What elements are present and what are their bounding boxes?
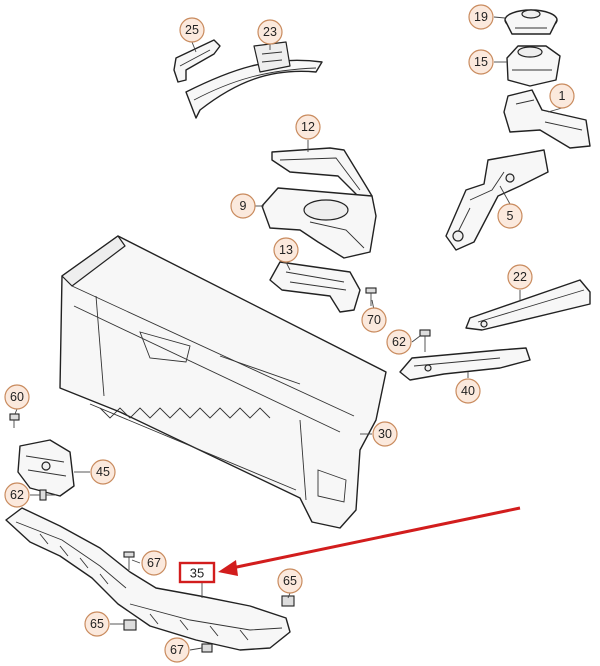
highlight-box-part-35: 35: [178, 561, 216, 584]
callout-19: 19: [468, 4, 494, 30]
callout-12: 12: [295, 114, 321, 140]
callout-60: 60: [4, 384, 30, 410]
callout-23: 23: [257, 19, 283, 45]
strut-mount-part-19: [504, 9, 558, 35]
bolt-part-62-right: [419, 329, 431, 352]
callout-30: 30: [372, 421, 398, 447]
svg-text:62: 62: [10, 488, 24, 502]
callout-67-upper: 67: [141, 550, 167, 576]
svg-text:62: 62: [392, 335, 406, 349]
svg-text:9: 9: [240, 199, 247, 213]
svg-text:15: 15: [474, 55, 488, 69]
svg-text:67: 67: [147, 556, 161, 570]
svg-text:12: 12: [301, 120, 315, 134]
callout-70: 70: [361, 307, 387, 333]
callout-62-left: 62: [4, 482, 30, 508]
support-part-5: [445, 149, 549, 251]
bracket-part-23: [185, 41, 323, 119]
screw-part-60: [9, 413, 20, 428]
svg-text:45: 45: [96, 465, 110, 479]
svg-text:70: 70: [367, 313, 381, 327]
svg-text:23: 23: [263, 25, 277, 39]
callout-25: 25: [179, 17, 205, 43]
highlight-arrow: [218, 506, 521, 576]
svg-text:1: 1: [559, 89, 566, 103]
callout-22: 22: [507, 264, 533, 290]
brace-part-22: [465, 279, 591, 331]
leader-lines: [14, 16, 563, 651]
lock-carrier-part-30: [59, 235, 387, 529]
tower-part-15: [506, 45, 561, 87]
callout-45: 45: [90, 459, 116, 485]
svg-text:5: 5: [507, 209, 514, 223]
svg-text:30: 30: [378, 427, 392, 441]
svg-text:65: 65: [283, 574, 297, 588]
deflector-part-35: [5, 507, 291, 651]
svg-text:25: 25: [185, 23, 199, 37]
callout-65-right: 65: [277, 568, 303, 594]
screw-part-67-upper: [123, 551, 135, 570]
callout-1: 1: [549, 83, 575, 109]
svg-text:60: 60: [10, 390, 24, 404]
callout-5: 5: [497, 203, 523, 229]
air-guide-part-9: [261, 187, 377, 259]
svg-text:35: 35: [190, 566, 204, 581]
svg-text:13: 13: [279, 243, 293, 257]
callout-9: 9: [230, 193, 256, 219]
bracket-part-45: [17, 439, 75, 497]
callout-15: 15: [468, 49, 494, 75]
svg-text:40: 40: [461, 384, 475, 398]
reinforcement-part-1: [503, 89, 591, 149]
svg-text:67: 67: [170, 643, 184, 657]
callout-62-right: 62: [386, 329, 412, 355]
svg-text:22: 22: [513, 270, 527, 284]
bracket-part-25: [173, 39, 221, 83]
svg-text:19: 19: [474, 10, 488, 24]
screw-part-70: [365, 287, 377, 306]
callout-40: 40: [455, 378, 481, 404]
callout-67-lower: 67: [164, 637, 190, 663]
callout-13: 13: [273, 237, 299, 263]
air-guide-part-13: [269, 261, 361, 313]
clip-part-65-right: [281, 595, 295, 607]
clip-part-65-left: [123, 619, 137, 631]
screw-part-67-lower: [201, 643, 213, 653]
svg-text:65: 65: [90, 617, 104, 631]
bracket-part-40: [399, 347, 531, 381]
callout-65-left: 65: [84, 611, 110, 637]
